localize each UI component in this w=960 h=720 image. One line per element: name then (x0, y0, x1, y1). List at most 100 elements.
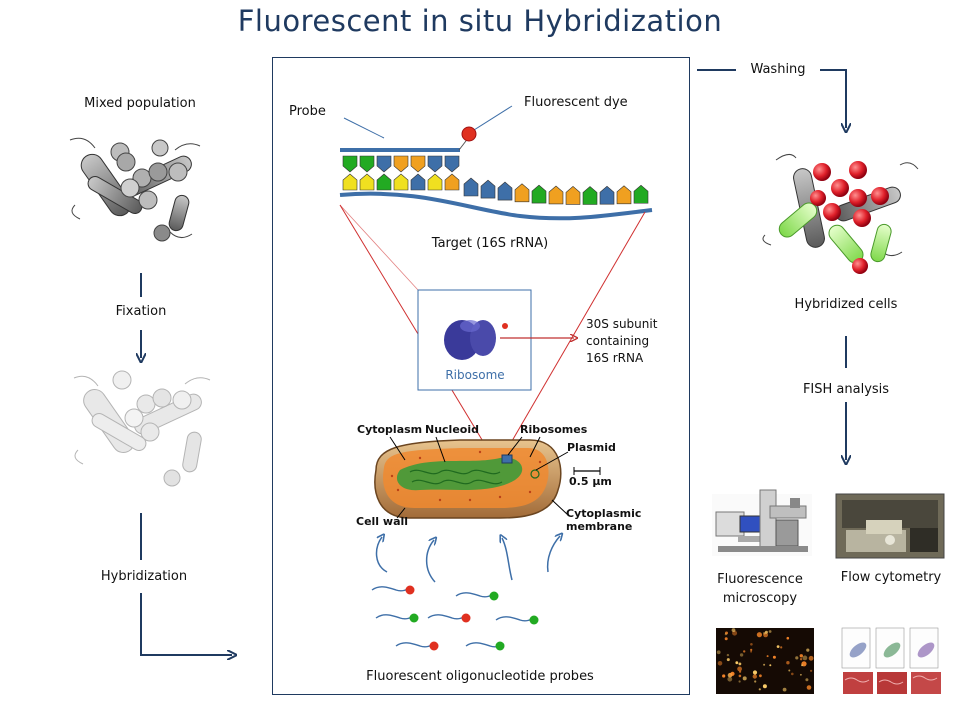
fluorescent-speck (788, 669, 791, 672)
fluorescent-speck (738, 674, 742, 678)
fluorescent-speck (776, 645, 780, 648)
fluorescent-speck (735, 661, 739, 665)
fluorescent-speck (758, 688, 761, 691)
bacterial-cell-diagram (374, 439, 562, 519)
mixed-population-cells (69, 137, 201, 242)
probe-base (410, 155, 426, 173)
fluorescence-microscopy-label: Fluorescence microscopy (700, 570, 820, 608)
target-base (582, 186, 598, 205)
flow-cytometry-label: Flow cytometry (840, 570, 942, 585)
probe-base (342, 155, 358, 173)
fish-analysis-label: FISH analysis (802, 382, 890, 397)
target-base (376, 173, 392, 191)
center-panel (272, 57, 690, 695)
fluorescent-speck (805, 678, 809, 682)
subunit-description: 30S subunit containing 16S rRNA (586, 316, 657, 367)
cytoplasmic-membrane-label: Cytoplasmic membrane (566, 507, 641, 533)
plasmid-label: Plasmid (567, 441, 616, 454)
cytoplasmic-membrane-line-1: Cytoplasmic (566, 507, 642, 520)
probe-base (393, 155, 409, 173)
washing-label: Washing (750, 62, 806, 77)
fluorescent-speck (754, 680, 757, 683)
target-base (599, 185, 615, 205)
fixed-population-cells (73, 370, 211, 487)
target-base (359, 173, 375, 191)
target-base (616, 185, 632, 205)
target-base (463, 177, 479, 197)
subunit-line-1: 30S subunit (586, 317, 658, 331)
fluorescent-speck (739, 653, 744, 657)
fluorescent-speck (763, 663, 766, 666)
probe-base (444, 155, 460, 173)
fluorescent-speck (737, 666, 742, 672)
probe-target-strand (339, 105, 653, 221)
free-probes (371, 586, 535, 648)
cytoplasmic-membrane-line-2: membrane (566, 520, 633, 533)
fluorescent-speck (795, 656, 799, 660)
target-base (565, 186, 581, 205)
fluorescent-speck (791, 672, 794, 676)
fluorescent-speck (763, 632, 768, 638)
fluorescent-speck (752, 674, 757, 679)
probe-base (359, 155, 375, 173)
fluorescent-speck (717, 661, 723, 666)
target-base (444, 173, 460, 191)
fluorescent-speck (738, 680, 741, 683)
target-base (427, 173, 443, 191)
fluorescent-speck (786, 636, 790, 640)
probe-base (376, 155, 392, 173)
fluorescence-microscopy-line-2: microscopy (722, 591, 798, 606)
target-base (410, 173, 426, 191)
fluorescent-speck (806, 685, 812, 690)
flow-cytometer-photo (835, 493, 945, 559)
microscope-illustration (712, 489, 812, 556)
probe-label: Probe (289, 104, 326, 119)
cytoplasm-label: Cytoplasm (357, 423, 423, 436)
ribosome-label: Ribosome (445, 368, 505, 382)
subunit-line-2: containing (586, 334, 650, 348)
fluorescent-speck (806, 648, 810, 652)
fluorescent-speck (808, 655, 814, 661)
fluorescent-speck (769, 664, 772, 667)
ribosomes-label: Ribosomes (520, 423, 588, 436)
probe-base (427, 155, 443, 173)
fluorescent-speck (724, 637, 728, 641)
fluorescent-speck (802, 655, 808, 661)
fluorescent-speck (750, 643, 753, 646)
subunit-line-3: 16S rRNA (586, 351, 644, 365)
fluorescent-speck (728, 673, 733, 677)
target-base (342, 173, 358, 191)
hybridized-cells (762, 154, 919, 274)
fluorescent-speck (752, 670, 758, 675)
target-base (393, 173, 409, 191)
fluorescent-speck (766, 655, 769, 658)
hybridized-cells-label: Hybridized cells (794, 297, 898, 312)
fluorescent-speck (716, 650, 721, 655)
fluorescent-speck (756, 632, 763, 638)
fluorescent-speck (799, 658, 803, 661)
fluorescent-speck (780, 646, 783, 649)
fluorescent-speck (801, 664, 803, 667)
target-base (514, 183, 530, 203)
cell-wall-label: Cell wall (356, 515, 409, 528)
fluorescent-speck (731, 628, 736, 632)
fluorescent-speck (743, 650, 746, 653)
fluorescent-speck (800, 673, 802, 676)
fluorescent-dye-label: Fluorescent dye (524, 95, 628, 110)
fluorescent-speck (768, 630, 772, 633)
mixed-population-label: Mixed population (84, 96, 196, 111)
fluorescent-speck (727, 676, 733, 682)
fluorescent-speck (764, 630, 768, 634)
fluorescent-speck (722, 674, 726, 678)
fluorescent-speck (810, 669, 813, 672)
page-title: Fluorescent in situ Hybridization (237, 4, 723, 38)
fluorescent-speck (726, 653, 730, 657)
fluorescent-speck (759, 674, 762, 678)
fluorescent-speck (726, 658, 730, 662)
fluorescent-speck (724, 633, 727, 636)
fluorescent-speck (742, 676, 747, 681)
fluorescent-speck (762, 684, 767, 689)
fluorescent-speck (750, 650, 752, 653)
target-base (480, 179, 496, 199)
